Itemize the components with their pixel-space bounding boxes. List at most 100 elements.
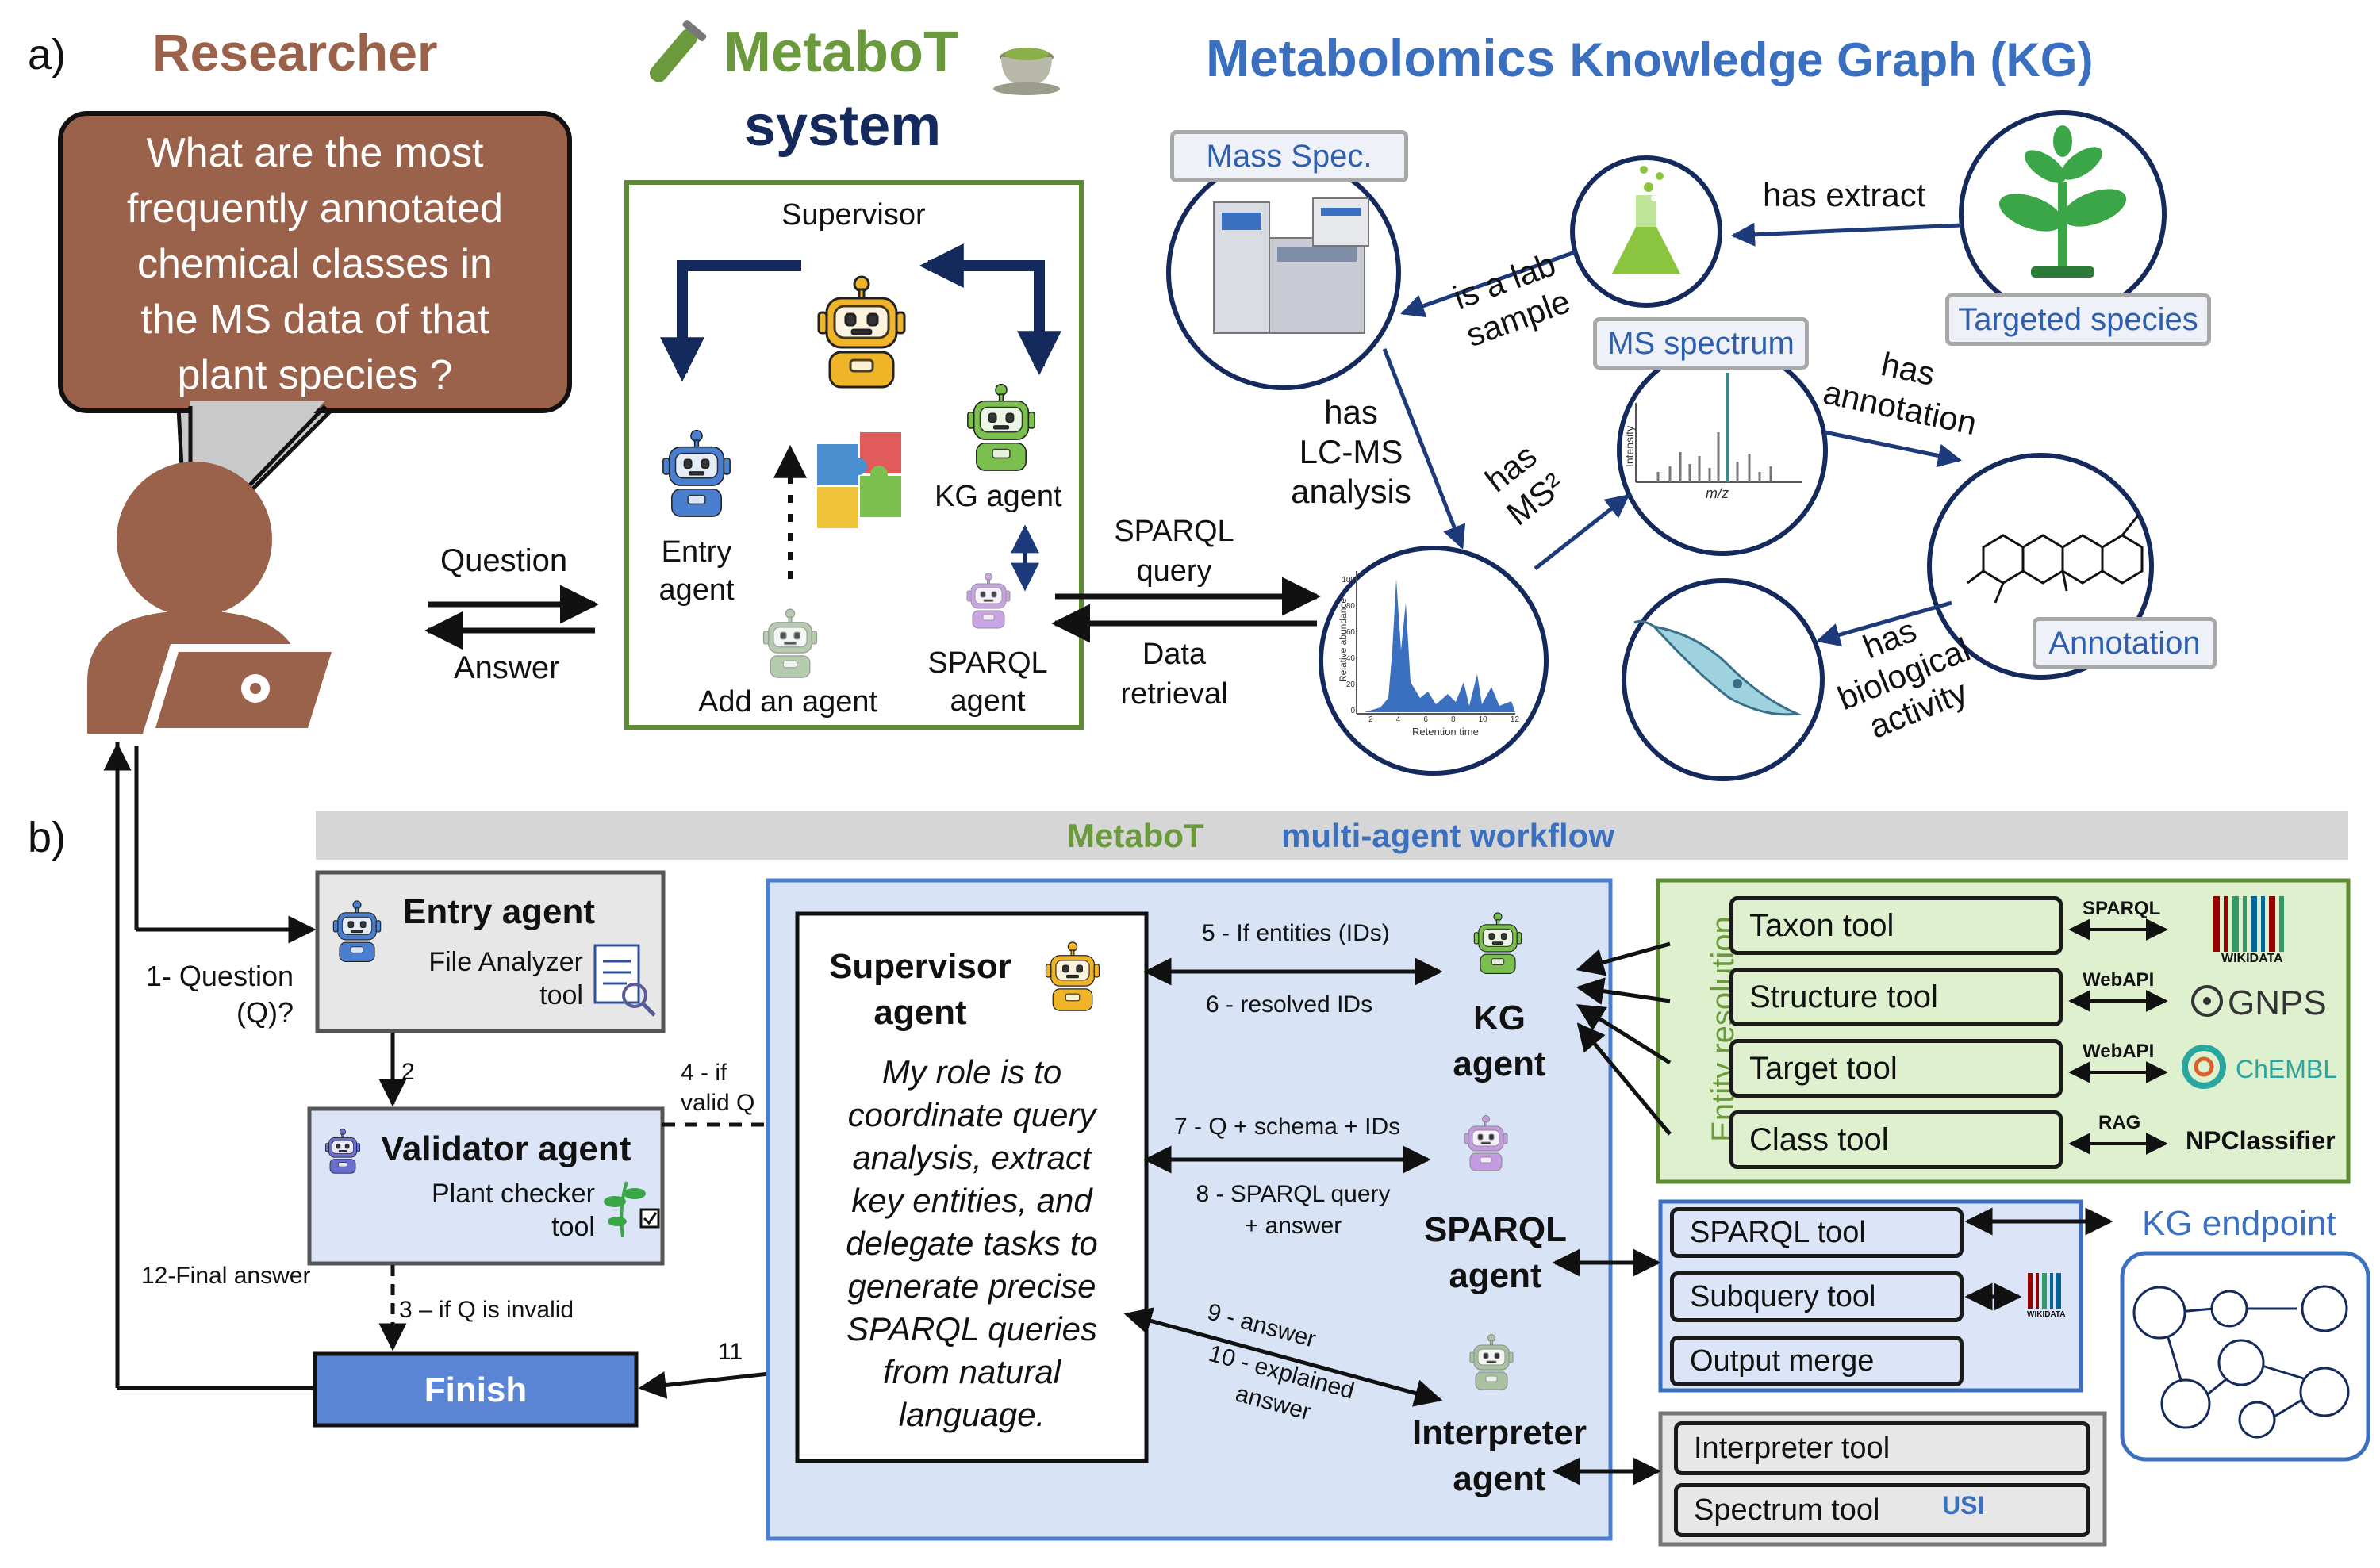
wikidata-logo-icon <box>2213 896 2284 952</box>
tea-cup-icon <box>993 48 1060 95</box>
banner-metabot: MetaboT <box>1067 817 1204 854</box>
system-title: system <box>744 94 942 158</box>
has-lcms-label: has LC-MS analysis <box>1291 393 1411 510</box>
has-ms2-edge <box>1534 494 1630 570</box>
chembl-source: ChEMBL <box>2236 1055 2338 1083</box>
entry-agent-title: Entry agent <box>403 892 596 931</box>
taxon-tool: Taxon tool <box>1729 896 2063 955</box>
supervisor-kg-arrow <box>919 243 1061 376</box>
puzzle-icon <box>817 432 901 528</box>
supervisor-agent-title: Supervisor agent <box>829 947 1012 1032</box>
metabot-title: MetaboT <box>724 21 958 84</box>
lcms-chromatogram-node <box>1319 546 1549 776</box>
step-6-label: 6 - resolved IDs <box>1206 991 1373 1018</box>
step-4-label: 4 - if valid Q <box>681 1060 755 1116</box>
step-9-10-arrow <box>1123 1307 1443 1407</box>
molecule-structure-icon <box>1967 515 2144 604</box>
supervisor-role-text: My role is to coordinate query analysis,… <box>846 1053 1098 1433</box>
step-12-label: 12-Final answer <box>141 1263 311 1289</box>
wikidata-source: WIKIDATA <box>2221 952 2283 965</box>
taxon-protocol: SPARQL <box>2082 898 2161 919</box>
has-annotation-edge <box>1824 430 1962 468</box>
usi-icon-label: USI <box>1942 1491 1985 1520</box>
supervisor-to-entry-arrow <box>660 260 801 382</box>
sparql-tool: SPARQL tool <box>1670 1207 1964 1258</box>
question-label: Question <box>440 543 568 578</box>
step-7-label: 7 - Q + schema + IDs <box>1174 1114 1401 1140</box>
finish-label: Finish <box>424 1371 528 1409</box>
researcher-icon <box>87 462 337 734</box>
step-5-label: 5 - If entities (IDs) <box>1202 920 1390 946</box>
target-protocol: WebAPI <box>2082 1041 2155 1062</box>
retention-time-label: Retention time <box>1412 726 1479 738</box>
add-agent-label: Add an agent <box>698 685 878 719</box>
class-protocol: RAG <box>2098 1112 2141 1133</box>
has-activity-edge <box>1816 600 1952 647</box>
sparql-query-label: SPARQL query <box>1114 515 1234 588</box>
flask-icon <box>1612 166 1680 274</box>
ms-spectrum-plot <box>1635 373 1802 483</box>
supervisor-label: Supervisor <box>781 198 926 232</box>
researcher-title: Researcher <box>152 23 438 82</box>
gnps-logo-icon <box>2191 985 2223 1017</box>
has-extract-edge <box>1731 222 1962 247</box>
parasite-icon <box>1633 619 1802 716</box>
workflow-banner <box>316 811 2348 860</box>
targeted-species-node-label: Targeted species <box>1945 293 2211 346</box>
lab-sample-edge <box>1400 250 1576 318</box>
answer-label: Answer <box>454 650 560 685</box>
test-tube-icon <box>649 20 707 82</box>
step-2-label: 2 <box>401 1059 415 1085</box>
interpreter-tool: Interpreter tool <box>1674 1421 2090 1475</box>
chromatogram-y-ticks: 100 80 60 40 20 0 <box>1342 576 1355 715</box>
kg-endpoint-mini-graph <box>2132 1285 2350 1439</box>
target-tool: Target tool <box>1729 1039 2063 1098</box>
interpreter-agent-title: Interpreter agent <box>1411 1413 1587 1498</box>
sparql-agent-title: SPARQL agent <box>1423 1210 1568 1295</box>
wikidata-small-logo-icon <box>2028 1273 2061 1309</box>
structure-protocol: WebAPI <box>2082 969 2155 991</box>
data-retrieval-label: Data retrieval <box>1120 638 1228 711</box>
chromatogram-x-ticks: 2 4 6 8 10 12 <box>1368 715 1519 724</box>
output-merge-tool: Output merge <box>1670 1336 1964 1386</box>
plant-checker-label: Plant checker tool <box>432 1179 595 1242</box>
file-analyzer-label: File Analyzer tool <box>428 947 583 1010</box>
ms-spectrum-node-label: MS spectrum <box>1593 317 1809 370</box>
step-8-label: 8 - SPARQL query + answer <box>1196 1181 1391 1239</box>
subquery-tool: Subquery tool <box>1670 1271 1964 1322</box>
npclassifier-source: NPClassifier <box>2186 1126 2336 1155</box>
question-bubble-text: What are the most frequently annotated c… <box>126 130 504 398</box>
kg-agent-title: KG agent <box>1453 999 1546 1083</box>
kg-title: Metabolomics Knowledge Graph (KG) <box>1206 29 2094 87</box>
structure-tool: Structure tool <box>1729 968 2063 1026</box>
step-1-label: 1- Question (Q)? <box>145 960 294 1029</box>
finish-box <box>313 1351 639 1428</box>
chembl-logo-icon <box>2182 1045 2226 1089</box>
validator-agent-box <box>307 1106 665 1266</box>
has-extract-label: has extract <box>1763 176 1926 213</box>
panel-b-label: b) <box>28 814 67 861</box>
kg-endpoint-label: KG endpoint <box>2142 1204 2336 1243</box>
annotation-node-label: Annotation <box>2033 617 2217 669</box>
mass-spec-instrument-icon <box>1213 197 1369 334</box>
plant-checker-icon <box>604 1181 660 1238</box>
intensity-axis-label: Intensity <box>1623 425 1637 468</box>
mass-spec-node-label: Mass Spec. <box>1170 130 1408 182</box>
panel-a-label: a) <box>28 31 67 79</box>
chromatogram-plot <box>1356 571 1515 715</box>
kg-agent-label: KG agent <box>935 480 1062 513</box>
spectrum-tool: Spectrum tool <box>1674 1483 2090 1537</box>
gnps-source: GNPS <box>2228 983 2327 1022</box>
step-11-label: 11 <box>718 1339 743 1365</box>
sparql-agent-label: SPARQL agent <box>927 646 1048 718</box>
plant-icon <box>1998 125 2127 278</box>
mz-axis-label: m/z <box>1706 485 1729 501</box>
banner-workflow: multi-agent workflow <box>1281 817 1614 854</box>
step-3-label: 3 – if Q is invalid <box>399 1297 574 1323</box>
ms-spectrum-node <box>1617 345 1828 556</box>
has-lcms-edge <box>1382 348 1466 550</box>
file-analyzer-icon <box>593 944 656 1017</box>
validator-agent-title: Validator agent <box>381 1129 631 1168</box>
wikidata-small-label: WIKIDATA <box>2027 1310 2066 1319</box>
